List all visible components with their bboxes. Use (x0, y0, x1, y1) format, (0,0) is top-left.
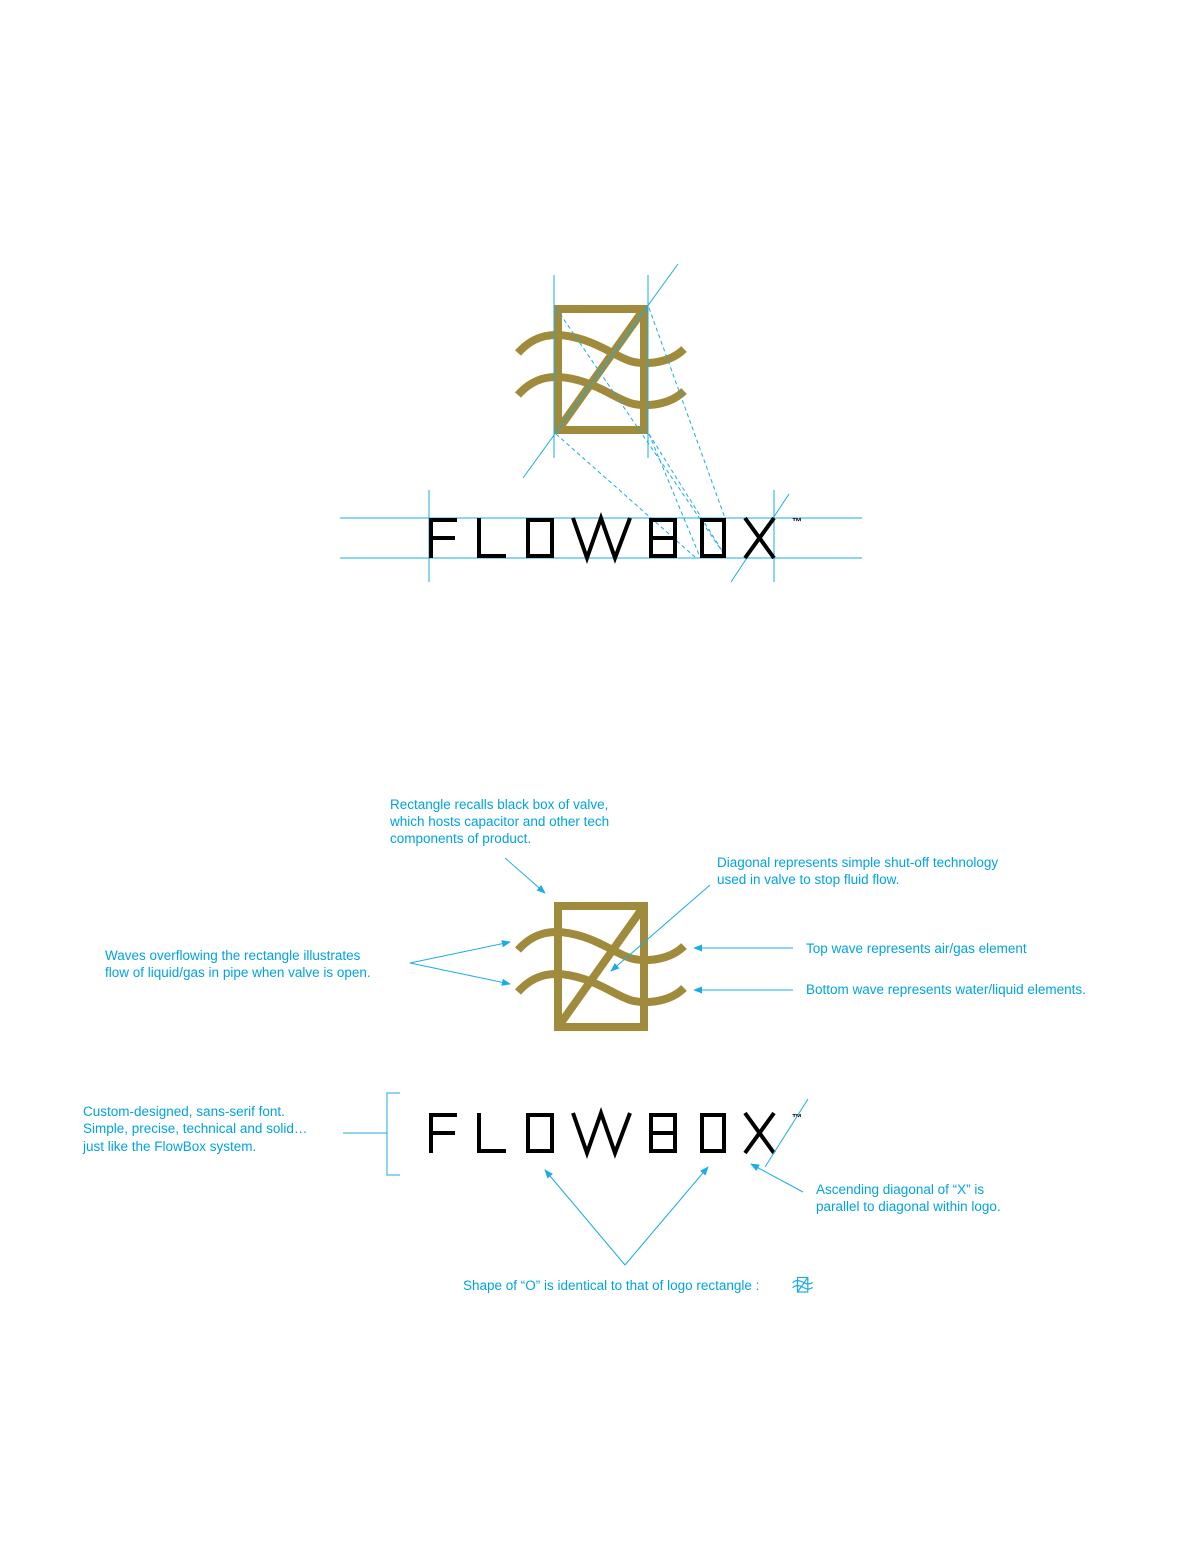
logo-mark (518, 906, 684, 1027)
construction-logo: ™ (340, 263, 862, 583)
trademark: ™ (792, 517, 802, 528)
arrow (610, 884, 711, 972)
mini-logo-icon (792, 1276, 814, 1293)
font-note: Custom-designed, sans-serif font. Simple… (82, 1104, 311, 1154)
bracket (343, 1092, 400, 1176)
arrow (504, 857, 546, 894)
arrow (544, 1169, 626, 1266)
arrow (624, 1166, 709, 1266)
arrow (750, 1163, 804, 1193)
rectangle-note: Rectangle recalls black box of valve, wh… (389, 797, 613, 846)
trademark: ™ (792, 1113, 802, 1124)
waves-note: Waves overflowing the rectangle illustra… (105, 948, 371, 980)
diagonal-note: Diagonal represents simple shut-off tech… (717, 855, 1002, 887)
x-diagonal-note: Ascending diagonal of “X” is parallel to… (816, 1182, 1001, 1214)
o-shape-note: Shape of “O” is identical to that of log… (463, 1278, 759, 1293)
arrow (409, 962, 511, 986)
arrow (409, 940, 511, 964)
top-wave-note: Top wave represents air/gas element (806, 941, 1027, 956)
wordmark (427, 1111, 776, 1155)
annotated-logo: ™ Rectangle recalls black box of valve, … (82, 797, 1086, 1293)
x-diagonal-guide (764, 1098, 809, 1168)
bottom-wave-note: Bottom wave represents water/liquid elem… (806, 982, 1086, 997)
wordmark (427, 516, 776, 560)
